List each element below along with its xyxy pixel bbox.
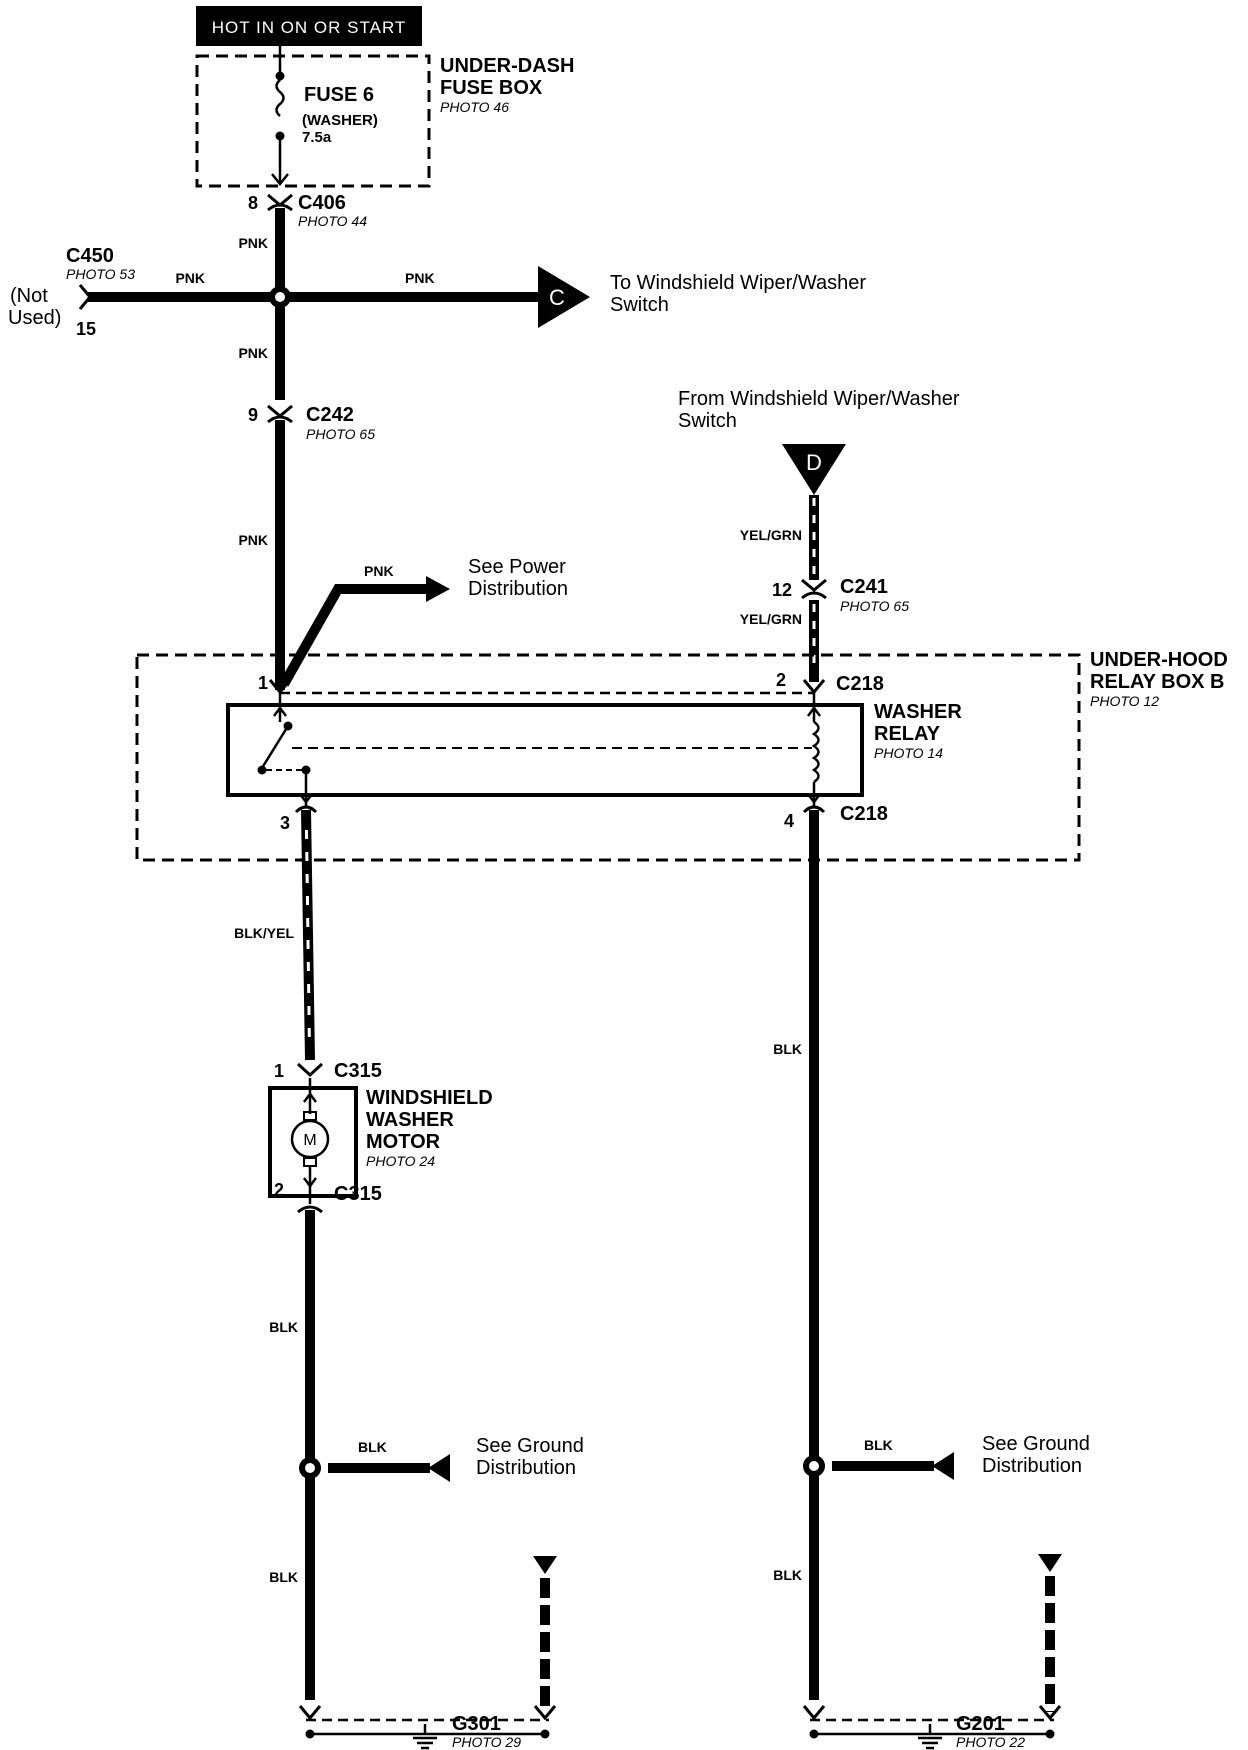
- fuse-name: FUSE 6: [304, 84, 374, 106]
- c242-name: C242: [306, 404, 354, 426]
- ground-distribution-left: BLK See Ground Distribution: [299, 1435, 584, 1482]
- power-dist-line1: See Power: [468, 556, 566, 578]
- c315-name-bottom: C315: [334, 1183, 382, 1205]
- offpage-c-letter: C: [549, 285, 565, 310]
- c450-pin: 15: [76, 319, 96, 339]
- g301-name: G301: [452, 1713, 501, 1735]
- ground-dist-left-2: Distribution: [476, 1457, 576, 1479]
- power-distribution-branch: PNK See Power Distribution: [279, 556, 568, 687]
- relay-box-title-2: RELAY BOX B: [1090, 671, 1224, 693]
- pnk-label-3: PNK: [238, 532, 268, 548]
- relay-box-photo: PHOTO 12: [1090, 693, 1159, 709]
- c450-note-2: Used): [8, 307, 61, 329]
- c241-photo: PHOTO 65: [840, 598, 909, 614]
- c450-photo: PHOTO 53: [66, 266, 135, 282]
- connector-c450: C450 PHOTO 53 (Not Used) 15: [8, 245, 135, 339]
- under-hood-relay-box: UNDER-HOOD RELAY BOX B PHOTO 12: [135, 649, 1228, 862]
- connector-c218-top: 1 2 C218: [258, 670, 884, 695]
- fuse-rating: 7.5a: [302, 129, 332, 146]
- c315-pin1: 1: [274, 1061, 284, 1081]
- pnk-label-left: PNK: [175, 270, 205, 286]
- c242-photo: PHOTO 65: [306, 426, 375, 442]
- ground-dist-right-1: See Ground: [982, 1433, 1090, 1455]
- washer-relay-title-2: RELAY: [874, 723, 941, 745]
- ground-g201: G201 PHOTO 22: [802, 1705, 1062, 1750]
- c218-name-bottom: C218: [840, 803, 888, 825]
- connector-c242: 9 C242 PHOTO 65: [248, 404, 375, 442]
- blk-label-right-2: BLK: [773, 1567, 802, 1583]
- blk-label-left-1: BLK: [269, 1319, 298, 1335]
- pnk-label-2: PNK: [238, 345, 268, 361]
- offpage-d-letter: D: [806, 450, 822, 475]
- connector-c218-bottom: 3 4 C218: [280, 803, 888, 833]
- shield-wire-left: [533, 1556, 557, 1712]
- c218-pin4: 4: [784, 811, 794, 831]
- g201-name: G201: [956, 1713, 1005, 1735]
- relay-box-title-1: UNDER-HOOD: [1090, 649, 1228, 671]
- connector-c241: 12 C241 PHOTO 65: [772, 576, 909, 614]
- blk-yel-label: BLK/YEL: [234, 925, 294, 941]
- c315-pin2: 2: [274, 1180, 284, 1200]
- c241-pin: 12: [772, 580, 792, 600]
- under-dash-fuse-box: FUSE 6 (WASHER) 7.5a UNDER-DASH FUSE BOX…: [195, 46, 574, 188]
- washer-relay-title-1: WASHER: [874, 701, 962, 723]
- pnk-label-right: PNK: [405, 270, 435, 286]
- c218-pin1: 1: [258, 673, 268, 693]
- c315-name-top: C315: [334, 1060, 382, 1082]
- yel-grn-label-2: YEL/GRN: [740, 611, 802, 627]
- blk-label-right-1: BLK: [773, 1041, 802, 1057]
- c406-name: C406: [298, 192, 346, 214]
- c450-name: C450: [66, 245, 114, 267]
- c450-note-1: (Not: [10, 285, 48, 307]
- c406-photo: PHOTO 44: [298, 213, 367, 229]
- pnk-label-1: PNK: [238, 235, 268, 251]
- c218-name-top: C218: [836, 673, 884, 695]
- connector-c406: 8 C406 PHOTO 44: [248, 192, 367, 229]
- g301-photo: PHOTO 29: [452, 1734, 521, 1750]
- yel-grn-label-1: YEL/GRN: [740, 527, 802, 543]
- ground-g301: G301 PHOTO 29: [298, 1705, 557, 1750]
- to-switch-line1: To Windshield Wiper/Washer: [610, 272, 866, 294]
- motor-title-2: WASHER: [366, 1109, 454, 1131]
- ground-distribution-right: BLK See Ground Distribution: [803, 1433, 1090, 1480]
- motor-symbol: M: [303, 1132, 316, 1149]
- offpage-connector-c: C To Windshield Wiper/Washer Switch: [538, 266, 866, 328]
- ground-dist-right-2: Distribution: [982, 1455, 1082, 1477]
- windshield-washer-motor: M WINDSHIELD WASHER MOTOR PHOTO 24: [268, 1078, 493, 1204]
- motor-title-1: WINDSHIELD: [366, 1087, 493, 1109]
- fuse-box-title-2: FUSE BOX: [440, 77, 543, 99]
- power-dist-line2: Distribution: [468, 578, 568, 600]
- offpage-connector-d: From Windshield Wiper/Washer Switch D: [678, 388, 960, 495]
- to-switch-line2: Switch: [610, 294, 669, 316]
- c406-pin: 8: [248, 193, 258, 213]
- blk-label-ground-left: BLK: [358, 1439, 387, 1455]
- power-label-text: HOT IN ON OR START: [212, 18, 407, 37]
- shield-wire-right: [1038, 1554, 1062, 1712]
- c218-pin2: 2: [776, 670, 786, 690]
- motor-photo: PHOTO 24: [366, 1153, 435, 1169]
- motor-title-3: MOTOR: [366, 1131, 441, 1153]
- fuse-box-title-1: UNDER-DASH: [440, 55, 574, 77]
- ground-dist-left-1: See Ground: [476, 1435, 584, 1457]
- washer-relay-photo: PHOTO 14: [874, 745, 943, 761]
- connector-c315-bottom: 2 C315: [274, 1180, 382, 1214]
- blk-yel-wire: BLK/YEL: [234, 809, 315, 1061]
- connector-c315-top: 1 C315: [274, 1060, 382, 1082]
- pnk-label-branch: PNK: [364, 563, 394, 579]
- c242-pin: 9: [248, 405, 258, 425]
- power-label: HOT IN ON OR START: [196, 6, 422, 46]
- fuse-desc: (WASHER): [302, 112, 378, 129]
- c218-pin3: 3: [280, 813, 290, 833]
- fuse-box-photo: PHOTO 46: [440, 99, 509, 115]
- blk-label-ground-right: BLK: [864, 1437, 893, 1453]
- from-switch-line1: From Windshield Wiper/Washer: [678, 388, 960, 410]
- from-switch-line2: Switch: [678, 410, 737, 432]
- g201-photo: PHOTO 22: [956, 1734, 1025, 1750]
- blk-label-left-2: BLK: [269, 1569, 298, 1585]
- washer-relay: WASHER RELAY PHOTO 14: [226, 693, 962, 808]
- c241-name: C241: [840, 576, 888, 598]
